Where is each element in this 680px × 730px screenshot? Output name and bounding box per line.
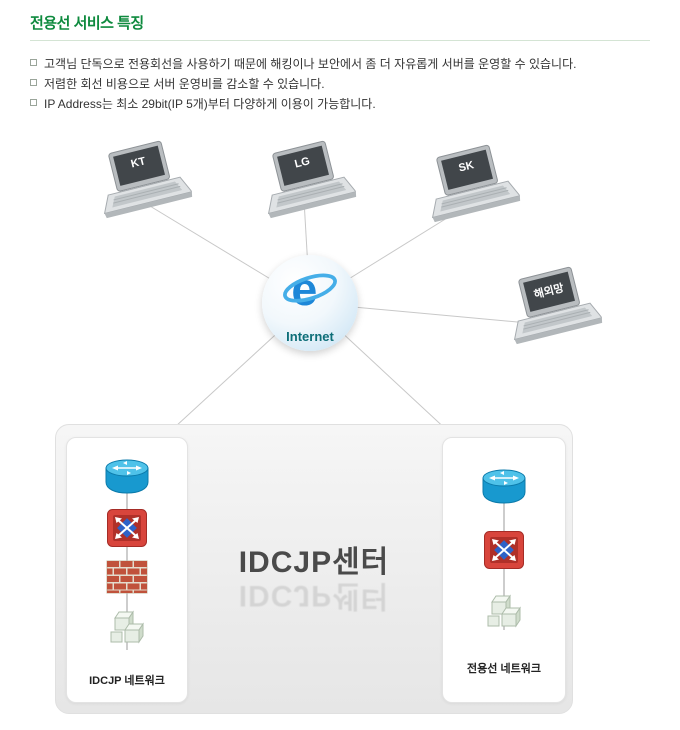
- feature-bullet-text: 저렴한 회선 비용으로 서버 운영비를 감소할 수 있습니다.: [44, 77, 325, 91]
- router-icon: [105, 459, 149, 494]
- internet-explorer-icon: e: [283, 263, 337, 315]
- router-icon: [482, 469, 526, 504]
- feature-bullet: IP Address는 최소 29bit(IP 5개)부터 다양하게 이용이 가…: [30, 94, 660, 114]
- feature-bullet-text: IP Address는 최소 29bit(IP 5개)부터 다양하게 이용이 가…: [44, 97, 376, 111]
- leasedline-network-label: 전용선 네트워크: [467, 663, 541, 675]
- switch-icon: [484, 531, 524, 569]
- isp-node-kt: KT: [85, 135, 196, 228]
- laptop-icon: [513, 266, 603, 345]
- switch-icon: [107, 509, 147, 547]
- page-title: 전용선 서비스 특징: [30, 15, 144, 32]
- isp-node-lg: LG: [249, 135, 360, 228]
- datacenter-panel: IDCJP센터 IDCJP센터: [55, 424, 573, 714]
- datacenter-title-wrap: IDCJP센터 IDCJP센터: [186, 537, 442, 621]
- title-underline: [30, 40, 650, 41]
- svg-text:e: e: [291, 263, 317, 315]
- stack-connector-line: [126, 470, 128, 650]
- datacenter-title-reflection: IDCJP센터: [238, 579, 390, 612]
- feature-bullet-text: 고객님 단독으로 전용회선을 사용하기 때문에 해킹이나 보안에서 좀 더 자유…: [44, 57, 577, 71]
- feature-bullet: 저렴한 회선 비용으로 서버 운영비를 감소할 수 있습니다.: [30, 74, 660, 94]
- server-boxes-icon: [487, 594, 521, 628]
- laptop-icon: [267, 140, 357, 219]
- isp-node-overseas: 해외망: [495, 261, 606, 354]
- datacenter-title: IDCJP센터: [238, 546, 390, 579]
- isp-node-sk: SK: [413, 139, 524, 232]
- feature-bullet-list: 고객님 단독으로 전용회선을 사용하기 때문에 해킹이나 보안에서 좀 더 자유…: [30, 54, 660, 114]
- feature-bullet: 고객님 단독으로 전용회선을 사용하기 때문에 해킹이나 보안에서 좀 더 자유…: [30, 54, 660, 74]
- internet-label: Internet: [286, 329, 334, 344]
- square-bullet-icon: [30, 79, 37, 86]
- leasedline-network-box: 전용선 네트워크: [442, 437, 566, 703]
- internet-node: e Internet: [262, 255, 358, 351]
- laptop-icon: [103, 140, 193, 219]
- firewall-brick-icon: [106, 560, 148, 594]
- idcjp-network-box: IDCJP 네트워크: [66, 437, 188, 703]
- idcjp-network-label: IDCJP 네트워크: [89, 675, 165, 687]
- server-boxes-icon: [110, 610, 144, 644]
- square-bullet-icon: [30, 99, 37, 106]
- laptop-icon: [431, 144, 521, 223]
- square-bullet-icon: [30, 59, 37, 66]
